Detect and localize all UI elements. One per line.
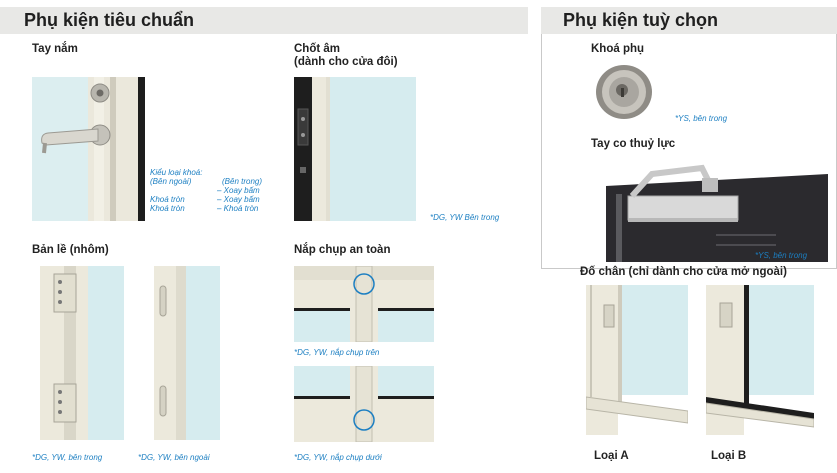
- lock-types-row-1-right: – Xoay bấm: [217, 186, 260, 195]
- door-stop-type-a-label: Loại A: [594, 450, 629, 462]
- lock-types-row-2-right: – Xoay bấm: [217, 195, 260, 204]
- aux-lock-photo: [592, 64, 652, 120]
- lock-types-heading-2: (Bên ngoài): [150, 177, 192, 186]
- handle-label: Tay nắm: [32, 43, 78, 55]
- optional-header: Phụ kiện tuỳ chọn: [541, 7, 837, 34]
- lock-types-row-3-right: – Khoá tròn: [217, 204, 259, 213]
- door-stop-type-b-label: Loại B: [711, 450, 747, 462]
- lock-types-row-3-left: Khoá tròn: [150, 204, 185, 213]
- flush-bolt-note: *DG, YW Bên trong: [430, 213, 500, 222]
- safety-cap-bottom-note: *DG, YW, nắp chụp dưới: [294, 453, 382, 462]
- safety-cap-bottom-photo: [294, 366, 434, 442]
- safety-cap-top-photo: [294, 266, 434, 342]
- optional-title: Phụ kiện tuỳ chọn: [563, 10, 719, 30]
- lock-types-inside-heading: (Bên trong): [222, 177, 263, 186]
- standard-header: Phụ kiện tiêu chuẩn: [0, 7, 528, 34]
- door-stop-label: Đố chân (chỉ dành cho cửa mở ngoài): [580, 266, 787, 278]
- door-closer-label: Tay co thuỷ lực: [591, 138, 676, 150]
- door-closer-photo: [592, 160, 828, 262]
- aux-lock-label: Khoá phụ: [591, 43, 645, 55]
- door-stop-type-b-photo: [706, 285, 814, 435]
- hinge-outside-note: *DG, YW, bên ngoài: [138, 453, 210, 462]
- hinge-inside-photo: [32, 266, 124, 440]
- handle-photo: [32, 77, 145, 221]
- flush-bolt-label-1: Chốt âm: [294, 43, 340, 55]
- lock-types-row-2-left: Khoá tròn: [150, 195, 185, 204]
- hinge-outside-photo: [148, 266, 220, 440]
- flush-bolt-photo: [294, 77, 519, 221]
- lock-types-heading-1: Kiểu loại khoá:: [150, 168, 203, 177]
- door-closer-note: *YS, bên trong: [755, 251, 808, 260]
- standard-title: Phụ kiện tiêu chuẩn: [24, 10, 195, 30]
- hinge-inside-note: *DG, YW, bên trong: [32, 453, 103, 462]
- door-stop-type-a-photo: [586, 285, 688, 435]
- flush-bolt-label-2: (dành cho cửa đôi): [294, 56, 398, 68]
- hinge-label: Bản lề (nhôm): [32, 244, 109, 256]
- safety-cap-label: Nắp chụp an toàn: [294, 244, 391, 256]
- aux-lock-note: *YS, bên trong: [675, 114, 728, 123]
- safety-cap-top-note: *DG, YW, nắp chụp trên: [294, 348, 380, 357]
